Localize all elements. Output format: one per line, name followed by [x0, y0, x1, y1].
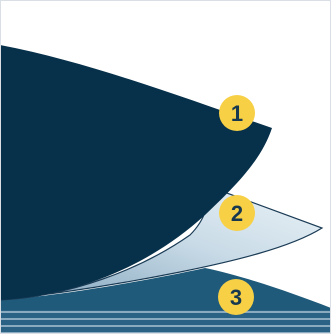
- layer-1-label: 1: [231, 101, 243, 126]
- layer-3-stripes: [0, 310, 331, 334]
- layer-2-badge: 2: [219, 195, 255, 231]
- layer-3-label: 3: [230, 285, 242, 310]
- layer-2-label: 2: [231, 201, 243, 226]
- layer-1-badge: 1: [219, 95, 255, 131]
- layer-3-badge: 3: [218, 279, 254, 315]
